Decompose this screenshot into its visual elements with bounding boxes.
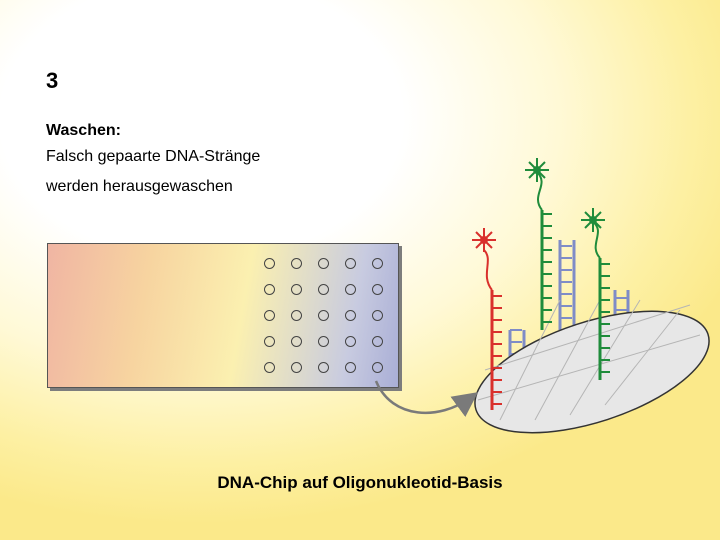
slide-number: 3	[46, 68, 59, 93]
green-labeled-strands	[536, 171, 610, 380]
step-description-line-1: Falsch gepaarte DNA-Stränge	[46, 148, 261, 165]
chip-spot	[264, 310, 275, 321]
chip-spot	[291, 362, 302, 373]
chip-spot	[345, 336, 356, 347]
chip-spot	[264, 284, 275, 295]
step-title: Waschen:	[46, 122, 121, 139]
chip-spot	[291, 336, 302, 347]
chip-spot	[264, 258, 275, 269]
dna-chip-slide	[47, 243, 399, 388]
chip-spot	[318, 336, 329, 347]
chip-spot	[372, 362, 383, 373]
chip-spot	[345, 362, 356, 373]
green-fluorescent-marker-icon	[525, 158, 549, 182]
figure-caption: DNA-Chip auf Oligonukleotid-Basis	[217, 473, 503, 492]
chip-spot	[264, 362, 275, 373]
red-labeled-strand	[483, 249, 502, 410]
chip-spot	[264, 336, 275, 347]
chip-spot	[318, 310, 329, 321]
chip-surface-detail	[472, 158, 710, 434]
chip-spot	[345, 284, 356, 295]
chip-spot	[318, 284, 329, 295]
chip-spot	[318, 258, 329, 269]
chip-surface	[474, 299, 710, 434]
chip-spot	[318, 362, 329, 373]
chip-spot	[372, 310, 383, 321]
chip-spot	[345, 258, 356, 269]
green-fluorescent-marker-icon-2	[581, 208, 605, 232]
red-fluorescent-marker-icon	[472, 228, 496, 252]
step-description-line-2: werden herausgewaschen	[46, 178, 233, 195]
chip-spot	[372, 284, 383, 295]
chip-spot	[291, 284, 302, 295]
chip-spot	[291, 258, 302, 269]
chip-spot	[372, 258, 383, 269]
chip-spot	[345, 310, 356, 321]
chip-spot	[291, 310, 302, 321]
chip-spot	[372, 336, 383, 347]
